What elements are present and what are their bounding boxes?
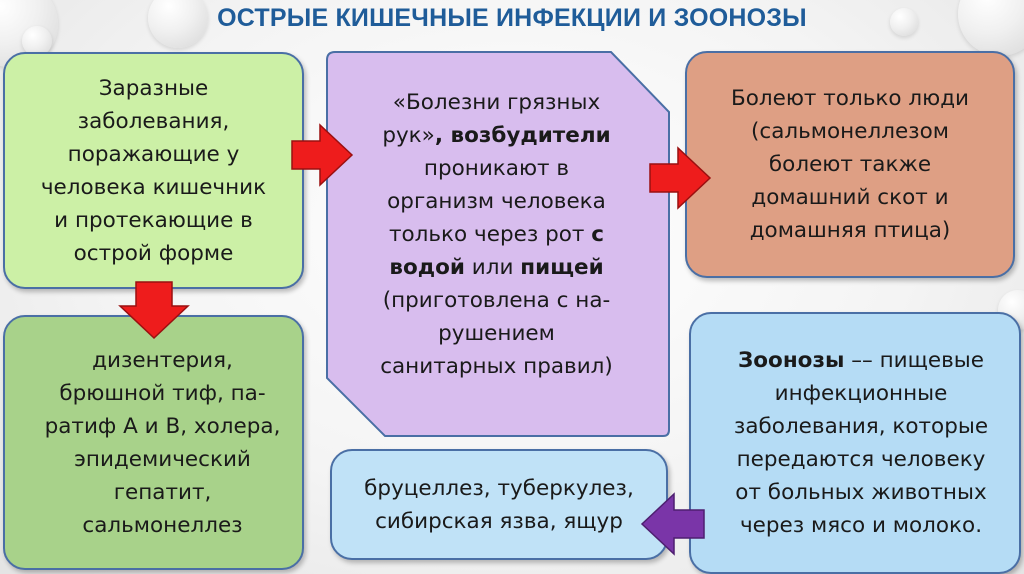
examples-box: дизентерия, брюшной тиф, па- ратиф А и В… [3,315,304,570]
transmission-box-shape [326,51,670,437]
zoonoses-box: Зоонозы –– пищевые инфекционные заболева… [689,312,1021,574]
zoonoses-text: Зоонозы –– пищевые инфекционные заболева… [733,348,989,538]
arrow-right-icon [649,146,712,210]
slide-title: ОСТРЫЕ КИШЕЧНЫЕ ИНФЕКЦИИ И ЗООНОЗЫ [217,4,807,32]
arrow-right-icon [291,123,354,187]
zoonoses-examples-box: бруцеллез, туберкулез, сибирская язва, я… [330,449,668,560]
transmission-box: «Болезни грязных рук», возбудители прони… [325,50,671,438]
arrow-down-icon [118,281,190,340]
decorative-drop [148,0,208,48]
humans-only-box: Болеют только люди (сальмонеллезом болею… [685,51,1015,278]
decorative-drop [22,26,52,56]
zoonoses-term: Зоонозы [738,348,845,373]
transmission-text: «Болезни грязных рук», возбудители прони… [380,90,613,379]
definition-text: Заразные заболевания, поражающие у челов… [40,75,267,266]
decorative-drop [890,8,918,36]
definition-box: Заразные заболевания, поражающие у челов… [3,52,304,289]
humans-only-text: Болеют только люди (сальмонеллезом болею… [730,86,970,243]
zoonoses-examples-text: бруцеллез, туберкулез, сибирская язва, я… [364,475,634,534]
examples-text: дизентерия, брюшной тиф, па- ратиф А и В… [44,347,281,538]
arrow-left-icon [640,492,705,556]
